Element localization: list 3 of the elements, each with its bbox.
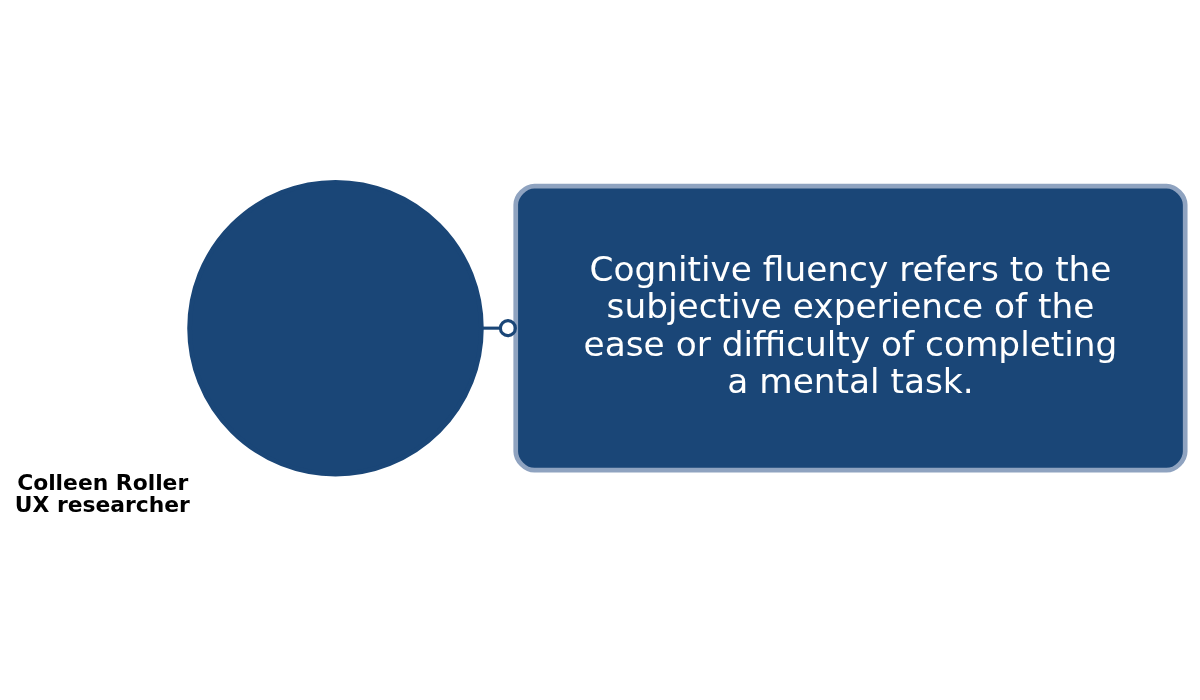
node-circle xyxy=(187,179,484,477)
node-box: Cognitive fluency refers to the subjective experience of the ease or difficulty of completing a mental task. xyxy=(513,183,1188,473)
connector xyxy=(481,319,517,338)
